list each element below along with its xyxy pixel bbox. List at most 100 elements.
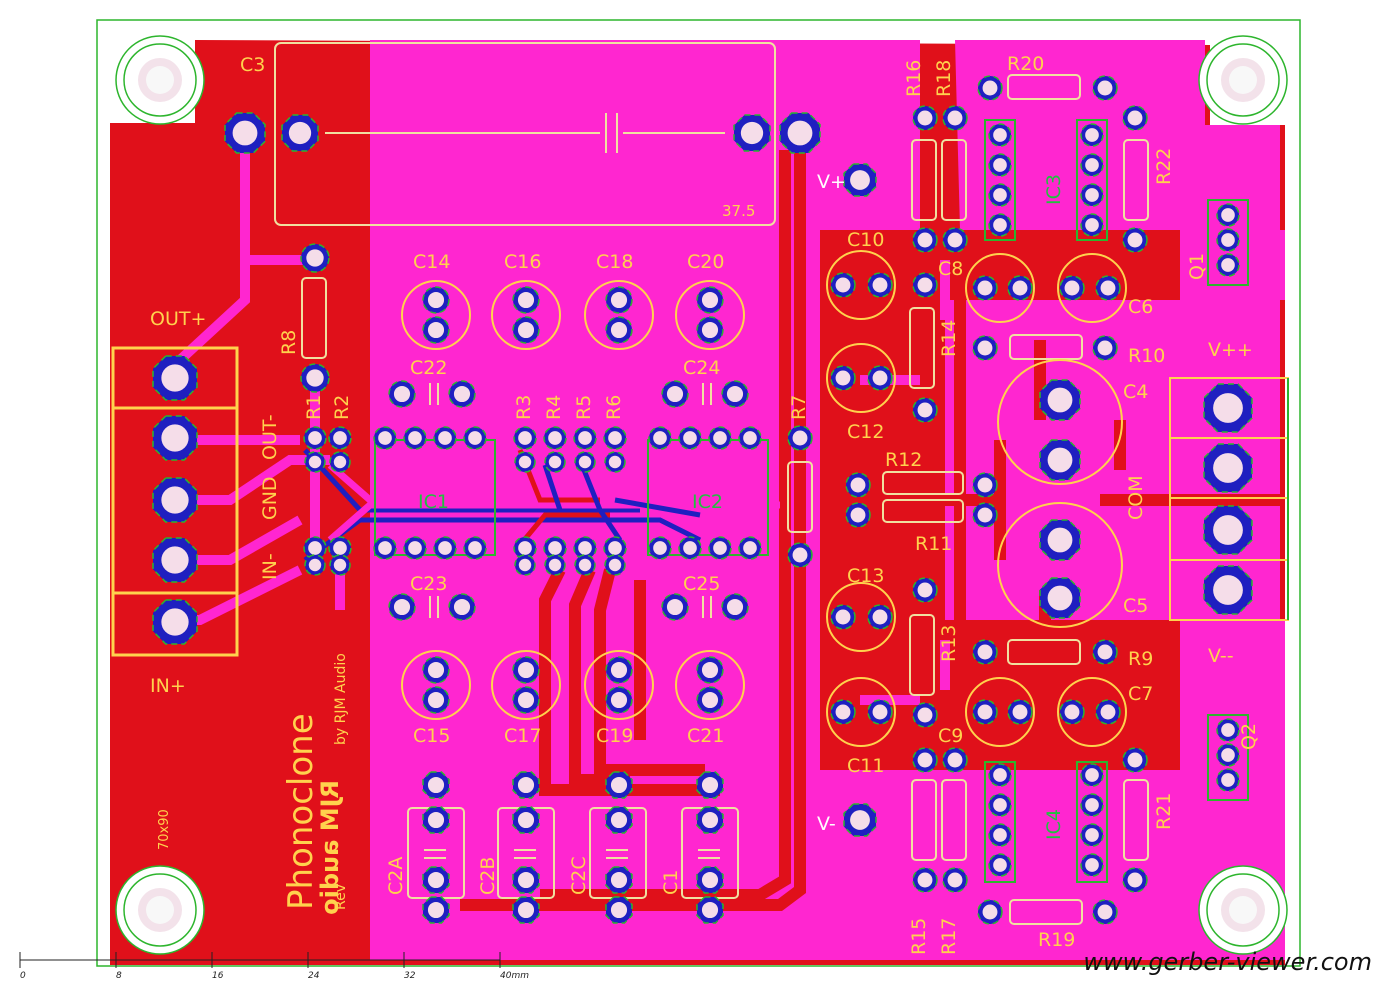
pad: [988, 183, 1012, 207]
pad: [830, 699, 856, 725]
label-gnd: GND: [259, 476, 281, 520]
ref-r19: R19: [1038, 929, 1075, 951]
pad: [738, 536, 762, 560]
c3-outline: [274, 42, 776, 226]
pad: [678, 536, 702, 560]
product-name: Phonoclone: [281, 713, 321, 910]
board-size: 70x90: [157, 809, 172, 850]
pad: [1122, 227, 1148, 253]
pad: [988, 823, 1012, 847]
pad: [1216, 228, 1240, 252]
pad: [574, 451, 596, 473]
pad: [1216, 743, 1240, 767]
pad: [512, 806, 540, 834]
pad: [678, 426, 702, 450]
ref-c9: C9: [938, 725, 963, 747]
pad: [867, 272, 893, 298]
pad: [1080, 183, 1104, 207]
pad: [152, 599, 198, 645]
ref-c3: C3: [240, 54, 265, 76]
pad: [328, 536, 352, 560]
product-credit: by RJM Audio: [333, 653, 349, 745]
pad: [1092, 639, 1118, 665]
pad: [448, 593, 476, 621]
pad: [433, 536, 457, 560]
ref-r6: R6: [603, 395, 625, 420]
pad: [152, 415, 198, 461]
label-vminus: V-: [817, 813, 836, 835]
pad: [152, 537, 198, 583]
pad: [603, 426, 627, 450]
left-terminal-block: [111, 346, 239, 657]
pad: [388, 380, 416, 408]
pad: [513, 426, 537, 450]
pad: [912, 867, 938, 893]
ref-c1: C1: [660, 870, 682, 895]
ref-r13: R13: [938, 625, 960, 662]
label-in-plus: IN+: [150, 675, 186, 697]
pad: [512, 866, 540, 894]
pad: [845, 502, 871, 528]
pad: [605, 286, 633, 314]
ref-c21: C21: [687, 725, 724, 747]
ref-r1: R1: [303, 395, 325, 420]
ref-c12: C12: [847, 421, 884, 443]
pad: [988, 123, 1012, 147]
pad: [1203, 443, 1253, 493]
pad: [512, 896, 540, 924]
pad: [463, 536, 487, 560]
pad: [912, 747, 938, 773]
pad: [512, 316, 540, 344]
pad: [1080, 793, 1104, 817]
pad: [843, 803, 877, 837]
pad: [1039, 577, 1081, 619]
q2-outline: [1207, 714, 1249, 801]
pad: [422, 316, 450, 344]
ref-r2: R2: [331, 395, 353, 420]
pad: [912, 227, 938, 253]
pad: [1059, 699, 1085, 725]
ref-c8: C8: [938, 258, 963, 280]
pad: [605, 316, 633, 344]
ref-c24: C24: [683, 357, 720, 379]
pad: [912, 577, 938, 603]
ref-r9: R9: [1128, 648, 1153, 670]
pad: [1203, 565, 1253, 615]
pad: [422, 656, 450, 684]
pad: [448, 380, 476, 408]
pad: [605, 896, 633, 924]
pad: [281, 114, 319, 152]
pad: [988, 213, 1012, 237]
ref-c2a: C2A: [385, 857, 407, 895]
pad: [1080, 123, 1104, 147]
pad: [696, 896, 724, 924]
pad: [574, 554, 596, 576]
pad: [696, 771, 724, 799]
label-vmm: V--: [1208, 645, 1234, 667]
pad: [738, 426, 762, 450]
pad: [830, 604, 856, 630]
pad: [604, 554, 626, 576]
ref-r3: R3: [513, 395, 535, 420]
ic-traces: [303, 448, 780, 563]
pad: [972, 275, 998, 301]
pads: [152, 75, 1253, 925]
pad: [514, 451, 536, 473]
label-com: COM: [1125, 475, 1147, 520]
ic3-outline-a: [984, 119, 1016, 241]
pad: [573, 536, 597, 560]
pad: [328, 426, 352, 450]
ref-r18: R18: [933, 60, 955, 97]
pad: [1039, 379, 1081, 421]
silk-labels: C3 37.5 OUT+ IN+ OUT- GND IN- R8 R1 R2 R…: [150, 53, 1260, 955]
pad: [152, 355, 198, 401]
pad: [830, 272, 856, 298]
ref-r5: R5: [573, 395, 595, 420]
pad: [1095, 275, 1121, 301]
pad: [1216, 203, 1240, 227]
pad: [403, 426, 427, 450]
ref-c13: C13: [847, 565, 884, 587]
pad: [1007, 699, 1033, 725]
pad: [1039, 519, 1081, 561]
ref-c20: C20: [687, 251, 724, 273]
